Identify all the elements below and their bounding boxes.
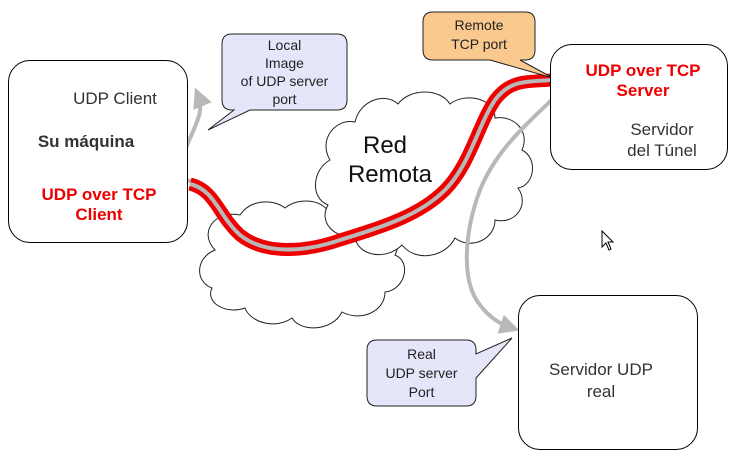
udp-over-tcp-server-line2: Server bbox=[616, 81, 670, 100]
servidor-tunel-line2: del Túnel bbox=[627, 141, 697, 160]
callout-local-image-line2: Image bbox=[265, 55, 304, 71]
mouse-pointer-icon bbox=[601, 229, 615, 251]
callout-real-udp-line2: UDP server bbox=[385, 365, 458, 381]
network-label-line2: Remota bbox=[347, 161, 433, 188]
servidor-tunel-line1: Servidor bbox=[630, 120, 694, 139]
tunnel-server-box bbox=[550, 44, 728, 170]
network-label-line1: Red bbox=[362, 132, 408, 159]
server-to-udp-path bbox=[464, 81, 570, 334]
udp-over-tcp-client-line1: UDP over TCP bbox=[41, 185, 157, 204]
callout-real-udp-line1: Real bbox=[407, 346, 436, 362]
callout-remote-tcp-line1: Remote bbox=[454, 17, 504, 33]
callout-local-image-line1: Local bbox=[267, 37, 302, 53]
callout-remote-tcp-shape bbox=[422, 11, 554, 79]
su-maquina-label: Su máquina bbox=[37, 132, 135, 151]
tcp-tunnel-inner bbox=[189, 78, 553, 252]
servidor-udp-line1: Servidor UDP bbox=[549, 360, 653, 379]
udp-over-tcp-client-line2: Client bbox=[75, 205, 123, 224]
servidor-udp-line2: real bbox=[586, 382, 616, 401]
callout-real-udp-shape bbox=[366, 337, 513, 407]
udp-over-tcp-server-line1: UDP over TCP bbox=[585, 61, 701, 80]
callout-local-image-shape bbox=[207, 33, 348, 131]
udp-client-label: UDP Client bbox=[73, 89, 157, 108]
callout-local-image-line3: of UDP server bbox=[240, 73, 329, 89]
real-udp-server-box bbox=[518, 295, 698, 450]
callout-real-udp-line3: Port bbox=[408, 384, 435, 400]
callout-remote-tcp-line2: TCP port bbox=[451, 36, 507, 52]
callout-local-image-line4: port bbox=[272, 91, 297, 107]
client-machine-box bbox=[8, 60, 188, 243]
